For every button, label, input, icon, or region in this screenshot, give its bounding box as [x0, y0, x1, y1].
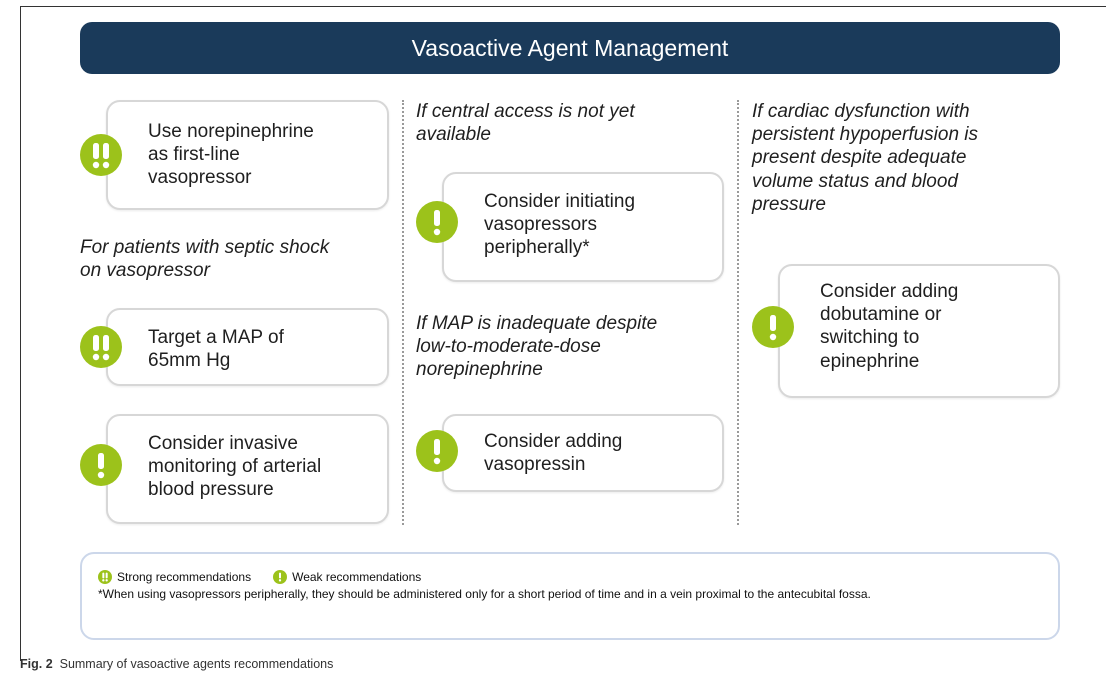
- legend-weak-label: Weak recommendations: [292, 570, 422, 584]
- strong-recommendation-icon: [80, 326, 122, 368]
- column-divider-left: [402, 100, 404, 525]
- diagram-title-text: Vasoactive Agent Management: [411, 34, 729, 61]
- recommendation-text: Use norepinephrine as first-line vasopre…: [148, 121, 314, 189]
- condition-central-access: If central access is not yet available: [416, 101, 635, 146]
- weak-recommendation-legend-icon: [273, 570, 288, 584]
- recommendation-text: Consider adding dobutamine or switching …: [820, 281, 959, 372]
- legend-footnote: *When using vasopressors peripherally, t…: [98, 587, 871, 601]
- recommendation-text: Target a MAP of 65mm Hg: [148, 327, 284, 372]
- weak-recommendation-icon: [752, 306, 794, 348]
- weak-recommendation-icon: [416, 201, 458, 243]
- condition-map-inadequate: If MAP is inadequate despite low-to-mode…: [416, 313, 658, 381]
- recommendation-box-vasopressin: Consider adding vasopressin: [442, 414, 724, 492]
- recommendation-box-invasive-monitoring: Consider invasive monitoring of arterial…: [106, 414, 389, 524]
- recommendation-text: Consider initiating vasopressors periphe…: [484, 191, 636, 259]
- diagram-title: Vasoactive Agent Management: [80, 22, 1060, 74]
- figure-frame: [20, 6, 1106, 661]
- condition-septic-shock: For patients with septic shock on vasopr…: [80, 237, 330, 282]
- legend-strong-label: Strong recommendations: [117, 570, 252, 584]
- recommendation-box-map-target: Target a MAP of 65mm Hg: [106, 308, 389, 386]
- condition-cardiac-dysfunction: If cardiac dysfunction with persistent h…: [752, 101, 979, 215]
- legend-row: Strong recommendations Weak recommendati…: [98, 570, 421, 584]
- weak-recommendation-icon: [80, 444, 122, 486]
- recommendation-text: Consider invasive monitoring of arterial…: [148, 433, 322, 501]
- recommendation-box-norepinephrine: Use norepinephrine as first-line vasopre…: [106, 100, 389, 210]
- recommendation-box-peripheral-vasopressors: Consider initiating vasopressors periphe…: [442, 172, 724, 282]
- recommendation-text: Consider adding vasopressin: [484, 431, 623, 476]
- weak-recommendation-icon: [416, 430, 458, 472]
- legend-box: Strong recommendations Weak recommendati…: [80, 552, 1060, 640]
- column-divider-right: [737, 100, 739, 525]
- strong-recommendation-legend-icon: [98, 570, 112, 584]
- caption-label: Fig. 2: [20, 657, 53, 671]
- recommendation-box-dobutamine: Consider adding dobutamine or switching …: [778, 264, 1060, 398]
- caption-text: Summary of vasoactive agents recommendat…: [59, 657, 334, 671]
- figure-caption: Fig. 2 Summary of vasoactive agents reco…: [20, 657, 333, 671]
- strong-recommendation-icon: [80, 134, 122, 176]
